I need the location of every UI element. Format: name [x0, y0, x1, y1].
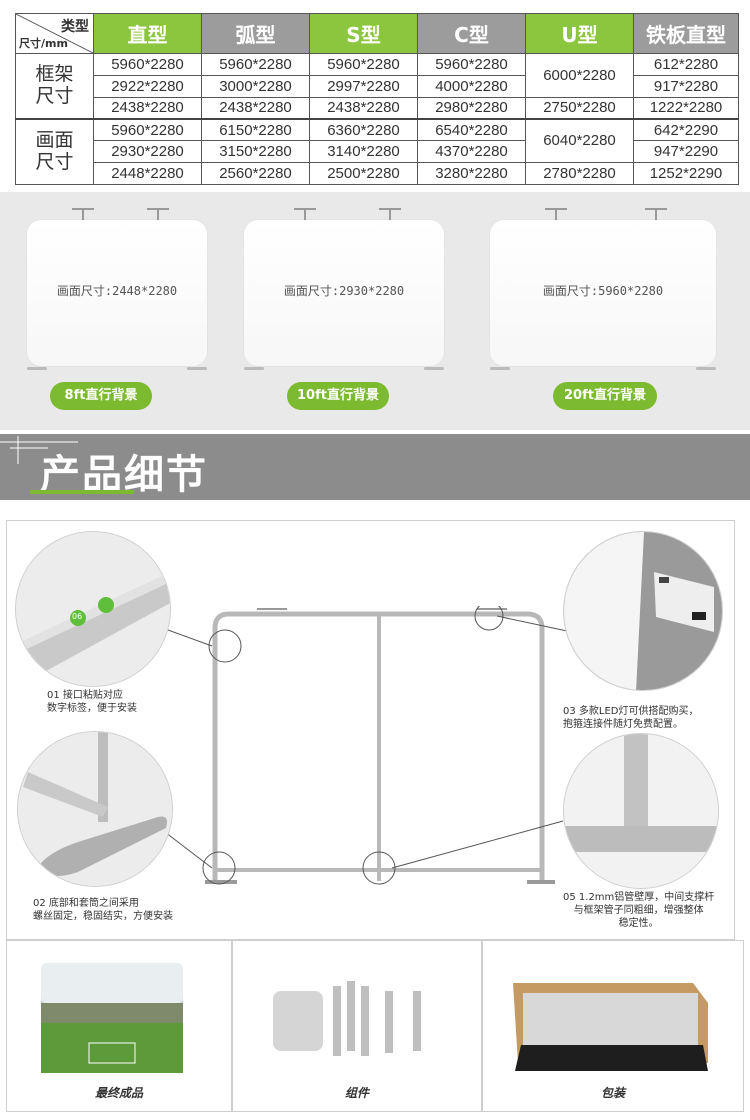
foot-icon	[424, 367, 444, 370]
table-cell: 1222*2280	[633, 96, 739, 120]
canvas-size-text: 画面 尺寸	[35, 129, 74, 173]
hanger-icon	[379, 208, 401, 220]
preview-20ft: 画面尺寸:5960*2280	[490, 208, 716, 370]
hanger-icon	[294, 208, 316, 220]
header-s: S型	[309, 13, 418, 54]
hanger-icon	[72, 208, 94, 220]
table-cell-u: 2750*2280	[525, 96, 634, 120]
gallery-item: 最终成品	[6, 940, 232, 1112]
table-cell: 917*2280	[633, 74, 739, 98]
corner-size-label: 尺寸/mm	[19, 37, 68, 50]
table-cell: 2448*2280	[93, 161, 202, 185]
preview-caption: 画面尺寸:2930*2280	[283, 284, 405, 298]
table-row: 画面 尺寸 5960*2280 6150*2280 6360*2280 6540…	[15, 117, 739, 185]
spec-header-row: 类型 尺寸/mm 直型 弧型 S型 C型 U型 铁板直型	[15, 13, 739, 54]
preview-8ft: 画面尺寸:2448*2280	[27, 208, 207, 370]
table-cell: 4000*2280	[417, 74, 526, 98]
table-cell: 3000*2280	[201, 74, 310, 98]
gallery-label: 最终成品	[94, 1086, 143, 1100]
detail-base-circle	[17, 731, 173, 887]
table-cell: 2560*2280	[201, 161, 310, 185]
table-cell: 2922*2280	[93, 74, 202, 98]
hanger-icon	[645, 208, 667, 220]
table-cell: 1252*2290	[633, 161, 739, 185]
tag-06-label: 06	[72, 612, 83, 621]
section-banner: 产品细节	[0, 434, 750, 500]
frame-size-text: 框架 尺寸	[35, 63, 74, 107]
table-cell: 5960*2280	[309, 53, 418, 76]
header-arc: 弧型	[201, 13, 310, 54]
detail-led-circle	[563, 531, 723, 691]
table-row: 2448*2280 2560*2280 2500*2280 3280*2280 …	[16, 161, 739, 185]
frame-illustration	[202, 606, 555, 885]
note-03: 03 多款LED灯可供搭配购买， 抱箍连接件随灯免费配置。	[563, 706, 699, 730]
table-row: 2930*2280 3150*2280 3140*2280 4370*2280 …	[16, 140, 739, 163]
table-cell: 947*2290	[633, 140, 739, 163]
table-cell: 6540*2280	[417, 117, 526, 142]
table-cell-u: 6040*2280	[525, 117, 634, 163]
preview-caption: 画面尺寸:5960*2280	[542, 284, 664, 298]
table-cell: 2997*2280	[309, 74, 418, 98]
table-cell: 642*2290	[633, 117, 739, 142]
table-cell: 2438*2280	[93, 96, 202, 120]
hanger-icon	[545, 208, 567, 220]
table-cell-u: 2780*2280	[525, 161, 634, 185]
header-straight: 直型	[93, 13, 202, 54]
gallery-item: 包装	[482, 940, 744, 1112]
note-05: 05 1.2mm铝管壁厚，中间支撑杆 与框架管子同粗细，增强整体 稳定性。	[563, 892, 715, 929]
section-accent-bar	[30, 490, 134, 494]
table-cell: 2438*2280	[309, 96, 418, 120]
table-cell-u: 6000*2280	[525, 53, 634, 98]
table-cell: 6360*2280	[309, 117, 418, 142]
header-u: U型	[525, 13, 634, 54]
table-cell: 612*2280	[633, 53, 739, 76]
preview-10ft: 画面尺寸:2930*2280	[244, 208, 444, 370]
table-cell: 2438*2280	[201, 96, 310, 120]
detail-joint-circle: 06	[15, 531, 171, 687]
foot-icon	[490, 367, 510, 370]
badge-8ft[interactable]: 8ft直行背景	[50, 382, 152, 410]
table-cell: 3280*2280	[417, 161, 526, 185]
spec-corner-cell: 类型 尺寸/mm	[15, 13, 94, 54]
badge-20ft[interactable]: 20ft直行背景	[553, 382, 657, 410]
table-row: 2922*2280 3000*2280 2997*2280 4000*2280 …	[16, 74, 739, 98]
spec-table: 类型 尺寸/mm 直型 弧型 S型 C型 U型 铁板直型 框架 尺寸 5960*…	[15, 13, 739, 185]
foot-icon	[696, 367, 716, 370]
table-cell: 4370*2280	[417, 140, 526, 163]
corner-type-label: 类型	[61, 19, 89, 35]
frame-size-label: 框架 尺寸	[15, 52, 94, 120]
table-row: 框架 尺寸 5960*2280 5960*2280 5960*2280 5960…	[15, 52, 739, 120]
table-cell: 5960*2280	[93, 117, 202, 142]
table-cell: 5960*2280	[201, 53, 310, 76]
foot-icon	[187, 367, 207, 370]
preview-caption: 画面尺寸:2448*2280	[56, 284, 178, 298]
detail-tube-circle	[563, 733, 719, 889]
table-cell: 6150*2280	[201, 117, 310, 142]
table-cell: 2980*2280	[417, 96, 526, 120]
header-c: C型	[417, 13, 526, 54]
note-01: 01 接口粘贴对应 数字标签，便于安装	[47, 690, 137, 714]
badge-10ft[interactable]: 10ft直行背景	[287, 382, 389, 410]
table-cell: 3150*2280	[201, 140, 310, 163]
canvas-size-label: 画面 尺寸	[15, 117, 94, 185]
table-cell: 3140*2280	[309, 140, 418, 163]
components-image	[273, 981, 421, 1056]
gallery-label: 包装	[600, 1086, 625, 1100]
header-iron-straight: 铁板直型	[633, 13, 739, 54]
table-row: 2438*2280 2438*2280 2438*2280 2980*2280 …	[16, 96, 739, 120]
table-cell: 2500*2280	[309, 161, 418, 185]
note-02: 02 底部和套筒之间采用 螺丝固定，稳固结实，方便安装	[33, 898, 173, 922]
table-cell: 5960*2280	[417, 53, 526, 76]
detail-panel: 06 01 接口粘贴对应 数字标签，便于安装 02 底部和套筒之间采用 螺丝固定…	[6, 520, 735, 940]
decor-lines-icon	[0, 436, 78, 464]
hanger-icon	[147, 208, 169, 220]
table-cell: 2930*2280	[93, 140, 202, 163]
foot-icon	[27, 367, 47, 370]
gallery-label: 组件	[344, 1086, 369, 1100]
final-product-image	[41, 963, 183, 1073]
table-cell: 5960*2280	[93, 53, 202, 76]
foot-icon	[244, 367, 264, 370]
gallery-item: 组件	[232, 940, 482, 1112]
packaging-image	[513, 983, 708, 1071]
